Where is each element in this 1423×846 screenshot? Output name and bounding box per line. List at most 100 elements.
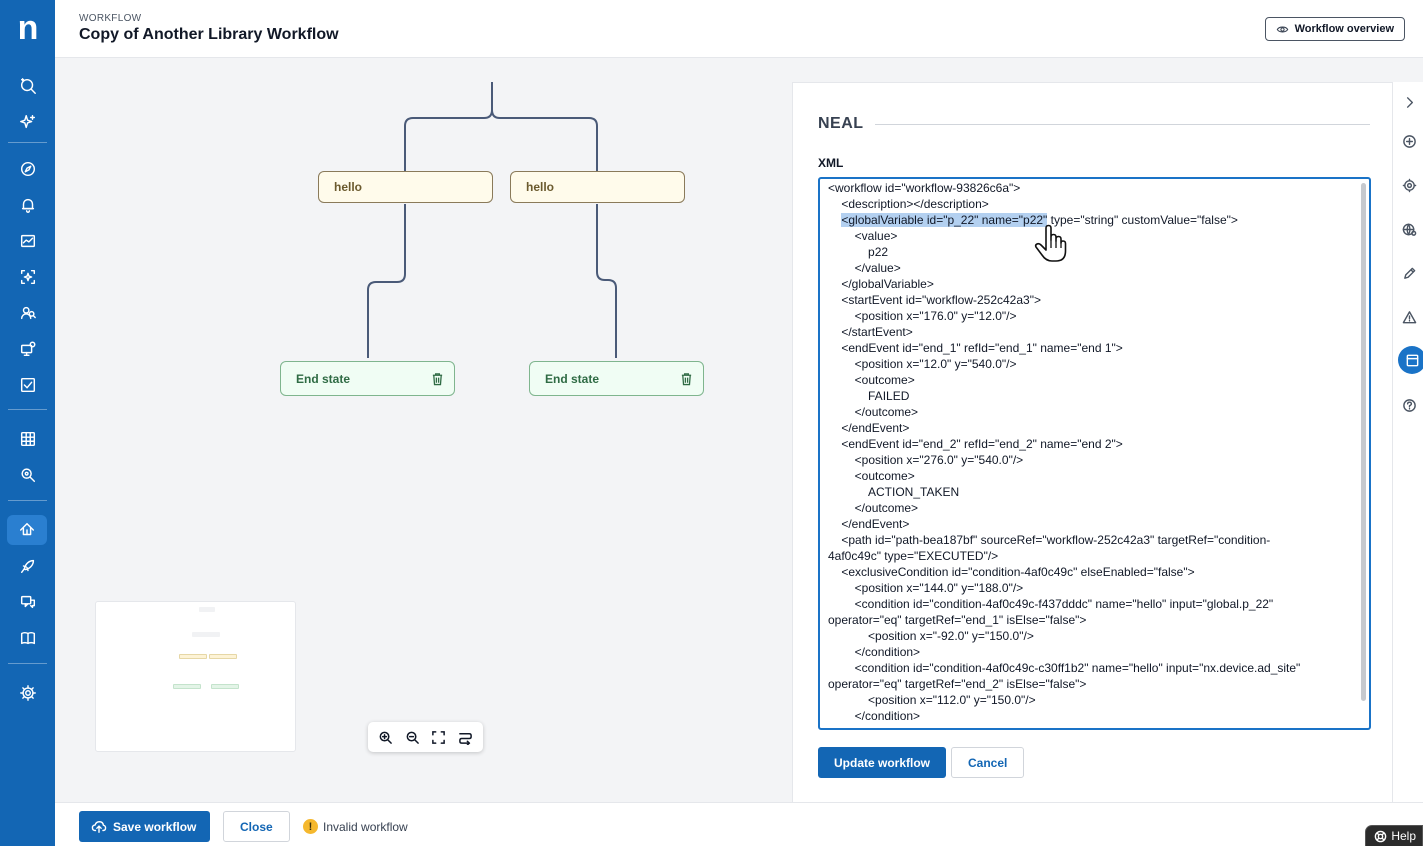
xml-line: operator="eq" targetRef="end_1" isElse="… — [828, 613, 1087, 627]
people-search-icon[interactable] — [12, 299, 44, 327]
xml-line: <startEvent id="workflow-252c42a3"> — [828, 293, 1041, 307]
zoom-toolbar — [368, 722, 483, 752]
validation-status: ! Invalid workflow — [303, 819, 408, 834]
xml-line: </outcome> — [828, 405, 919, 419]
condition-node-label: hello — [334, 180, 363, 194]
eye-icon — [1276, 26, 1288, 32]
search-ai-icon[interactable] — [12, 72, 44, 100]
breadcrumb: WORKFLOW — [79, 13, 142, 24]
xml-line: <condition id="condition-4af0c49c-c30ff1… — [828, 661, 1301, 675]
zoom-in-icon[interactable] — [375, 727, 395, 747]
xml-line: FAILED — [828, 389, 910, 403]
save-workflow-button[interactable]: Save workflow — [79, 811, 211, 842]
bell-icon[interactable] — [12, 191, 44, 219]
xml-line: <endEvent id="end_1" refId="end_1" name=… — [828, 341, 1123, 355]
xml-line: </endEvent> — [828, 421, 910, 435]
end-state-node[interactable]: End state — [529, 361, 704, 396]
trash-icon[interactable] — [680, 372, 693, 386]
cancel-button[interactable]: Cancel — [951, 747, 1025, 778]
xml-line: </outcome> — [828, 501, 919, 515]
xml-line: p22 — [828, 245, 889, 259]
close-button[interactable]: Close — [223, 811, 290, 842]
device-sync-icon[interactable] — [12, 335, 44, 363]
workflow-canvas[interactable]: hello hello End state End state — [55, 58, 792, 802]
xml-line: <outcome> — [828, 373, 915, 387]
xml-editor[interactable]: <workflow id="workflow-93826c6a"> <descr… — [818, 177, 1371, 730]
xml-line: <position x="12.0" y="540.0"/> — [828, 357, 1017, 371]
end-state-label: End state — [545, 371, 600, 386]
xml-line: <value> — [828, 229, 898, 243]
page-header: WORKFLOW Copy of Another Library Workflo… — [55, 0, 1423, 58]
globe-settings-icon[interactable] — [1401, 221, 1417, 237]
xml-line: <position x="176.0" y="12.0"/> — [828, 309, 1017, 323]
condition-node-label: hello — [526, 180, 555, 194]
condition-node[interactable]: hello — [510, 171, 685, 203]
xml-line: <workflow id="workflow-93826c6a"> — [828, 181, 1021, 195]
workflow-overview-label: Workflow overview — [1294, 23, 1394, 35]
xml-line: <exclusiveCondition id="condition-4af0c4… — [828, 565, 1195, 579]
lifebuoy-icon — [1375, 830, 1387, 842]
xml-label: XML — [818, 156, 844, 170]
xml-line: <globalVariable id="p_22" name="p22" typ… — [841, 213, 1238, 227]
xml-line: <endEvent id="end_2" refId="end_2" name=… — [828, 437, 1123, 451]
update-workflow-button[interactable]: Update workflow — [818, 747, 947, 778]
book-icon[interactable] — [12, 624, 44, 652]
workflow-overview-button[interactable]: Workflow overview — [1264, 17, 1405, 41]
end-state-label: End state — [296, 371, 351, 386]
xml-line: <condition id="condition-4af0c49c-f437dd… — [828, 597, 1274, 611]
rocket-icon[interactable] — [12, 552, 44, 580]
xml-line: </value> — [828, 261, 901, 275]
left-nav: n — [0, 0, 55, 846]
flow-connectors — [367, 82, 617, 358]
zoom-out-icon[interactable] — [402, 727, 422, 747]
workflow-icon[interactable] — [7, 515, 47, 545]
xml-line: operator="eq" targetRef="end_2" isElse="… — [828, 677, 1087, 691]
xml-line: </condition> — [828, 645, 921, 659]
right-rail — [1392, 82, 1423, 802]
sparkle-icon[interactable] — [12, 108, 44, 136]
xml-line: <path id="path-bea187bf" sourceRef="work… — [828, 533, 1271, 547]
trash-icon[interactable] — [431, 372, 444, 386]
plus-circle-icon[interactable] — [1401, 133, 1417, 149]
settings-icon[interactable] — [1401, 177, 1417, 193]
xml-line: <description></description> — [828, 197, 989, 211]
layout-icon[interactable] — [456, 727, 476, 747]
xml-line: </globalVariable> — [828, 277, 934, 291]
gear-icon[interactable] — [12, 679, 44, 707]
divider — [875, 124, 1370, 125]
help-button[interactable]: Help — [1365, 825, 1423, 846]
condition-node[interactable]: hello — [318, 171, 493, 203]
help-circle-icon[interactable] — [1401, 397, 1417, 413]
help-label: Help — [1391, 829, 1416, 843]
warning-icon[interactable] — [1401, 309, 1417, 325]
xml-line: <outcome> — [828, 469, 915, 483]
compass-icon[interactable] — [12, 155, 44, 183]
dashboard-icon[interactable] — [12, 227, 44, 255]
save-workflow-label: Save workflow — [113, 819, 197, 834]
ai-stars-icon[interactable] — [12, 263, 44, 291]
warning-badge-icon: ! — [303, 819, 318, 834]
end-state-node[interactable]: End state — [280, 361, 455, 396]
xml-line: <position x="144.0" y="188.0"/> — [828, 581, 1024, 595]
app-logo[interactable]: n — [17, 9, 39, 47]
grid-icon[interactable] — [12, 425, 44, 453]
pencil-icon[interactable] — [1401, 265, 1417, 281]
xml-line: <position x="112.0" y="150.0"/> — [828, 693, 1036, 707]
hand-cursor-icon — [1034, 224, 1067, 262]
search-settings-icon[interactable] — [12, 461, 44, 489]
footer-bar: Save workflow Close ! Invalid workflow H… — [55, 802, 1423, 846]
report-check-icon[interactable] — [12, 371, 44, 399]
panel-title: NEAL — [818, 115, 864, 132]
status-text: Invalid workflow — [323, 819, 408, 834]
chat-icon[interactable] — [12, 588, 44, 616]
xml-content[interactable]: <workflow id="workflow-93826c6a"> <descr… — [828, 180, 1356, 724]
chevron-right-icon[interactable] — [1401, 94, 1417, 110]
xml-line: </endEvent> — [828, 517, 910, 531]
xml-selection: <globalVariable id="p_22" name="p22" — [841, 213, 1048, 227]
page-title: Copy of Another Library Workflow — [79, 26, 339, 43]
xml-line: ACTION_TAKEN — [828, 485, 960, 499]
panel-icon[interactable] — [1398, 346, 1423, 374]
xml-scrollbar[interactable] — [1361, 183, 1366, 701]
minimap[interactable] — [95, 601, 296, 752]
fit-screen-icon[interactable] — [429, 727, 449, 747]
